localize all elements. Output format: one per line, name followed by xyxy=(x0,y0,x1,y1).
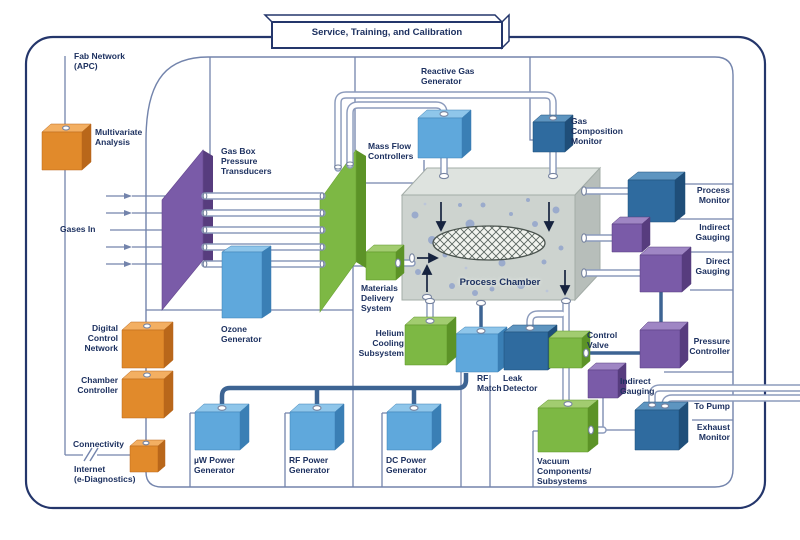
indirect-gauging-lower-cube xyxy=(587,362,627,399)
gas-arrow-icons xyxy=(124,193,132,267)
label-reactive-gas-generator: Reactive Gas Generator xyxy=(421,66,475,86)
wafer-ellipse xyxy=(432,225,546,261)
label-uw-power-generator: µW Power Generator xyxy=(194,455,235,475)
label-connectivity: Connectivity xyxy=(72,439,124,449)
ports xyxy=(62,111,670,446)
power-bus-lines xyxy=(219,303,642,404)
label-mass-flow-controllers: Mass Flow Controllers xyxy=(368,141,414,161)
label-indirect-gauging-upper: Indirect Gauging xyxy=(695,222,730,242)
label-chamber-controller: Chamber Controller xyxy=(77,375,118,395)
label-ozone-generator: Ozone Generator xyxy=(221,324,262,344)
flow-arrow-icons xyxy=(417,202,571,296)
label-vacuum-components: Vacuum Components/ Subsystems xyxy=(537,456,592,486)
chamber-controller-cube xyxy=(121,370,174,419)
service-banner xyxy=(263,13,510,50)
label-helium-cooling: Helium Cooling Subsystem xyxy=(358,328,404,358)
label-pressure-controller: Pressure Controller xyxy=(689,336,730,356)
label-internet: Internet (e-Diagnostics) xyxy=(74,464,136,484)
label-rf-match: RF Match xyxy=(477,373,502,393)
direct-gauging-cube xyxy=(639,246,692,293)
multivariate-analysis-cube xyxy=(41,123,92,171)
label-gases-in: Gases In xyxy=(60,224,96,234)
process-chamber-box xyxy=(400,166,602,302)
ozone-generator-box xyxy=(221,245,272,319)
gas-box-panel xyxy=(161,149,213,311)
label-indirect-gauging-lower: Indirect Gauging xyxy=(620,376,655,396)
label-materials-delivery: Materials Delivery System xyxy=(361,283,398,313)
label-to-pump: To Pump xyxy=(694,401,730,411)
materials-delivery-cube xyxy=(365,244,405,281)
pressure-controller-cube xyxy=(639,321,689,369)
helium-cooling-cube xyxy=(404,316,457,366)
control-valve-cube xyxy=(548,330,591,369)
mfc-panel xyxy=(319,149,366,313)
label-fab-network: Fab Network (APC) xyxy=(74,51,126,71)
uw-power-generator-cube xyxy=(194,403,250,451)
label-dc-power-generator: DC Power Generator xyxy=(386,455,427,475)
label-gas-composition-monitor: Gas Composition Monitor xyxy=(571,116,623,146)
label-process-monitor: Process Monitor xyxy=(696,185,730,205)
exhaust-monitor-cube xyxy=(634,401,689,451)
digital-control-network-cube xyxy=(121,321,174,369)
inner-border xyxy=(145,56,734,488)
label-exhaust-monitor: Exhaust Monitor xyxy=(696,422,730,442)
reactive-gas-generator-cube xyxy=(417,109,472,159)
label-rf-power-generator: RF Power Generator xyxy=(289,455,330,475)
dc-power-generator-cube xyxy=(386,403,442,451)
label-leak-detector: Leak Detector xyxy=(503,373,538,393)
label-digital-control-network: Digital Control Network xyxy=(84,323,118,353)
label-process-chamber: Process Chamber xyxy=(459,277,541,288)
label-control-valve: Control Valve xyxy=(587,330,618,350)
network-break-icon xyxy=(83,447,99,462)
banner-title: Service, Training, and Calibration xyxy=(311,27,463,38)
label-direct-gauging: Direct Gauging xyxy=(695,256,730,276)
indirect-gauging-upper-cube xyxy=(611,216,651,253)
rf-power-generator-cube xyxy=(289,403,345,451)
process-monitor-cube xyxy=(627,171,686,223)
label-gas-box-transducers: Gas Box Pressure Transducers xyxy=(221,146,272,176)
label-multivariate-analysis: Multivariate Analysis xyxy=(95,127,143,147)
vacuum-components-cube xyxy=(537,399,599,453)
